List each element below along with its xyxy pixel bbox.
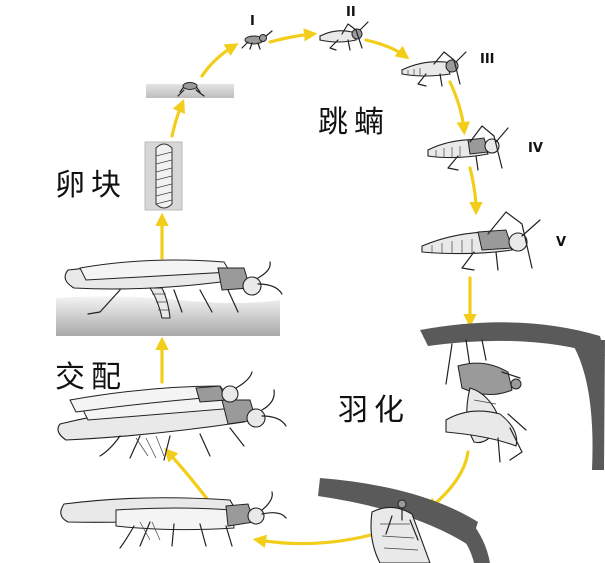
instar-label-1: I (250, 14, 255, 29)
egg-laying-locust (64, 259, 283, 319)
arrow-egg-to-hatch (170, 99, 186, 138)
egg-pod-label: 卵块 (55, 168, 127, 203)
instar-label-2: II (346, 5, 356, 20)
nymph-instar-5 (421, 211, 541, 271)
emerging-adult (370, 499, 431, 563)
nymph-instar-2 (319, 21, 369, 51)
molt-label: 羽化 (338, 393, 410, 428)
arrow-female-to-mating (164, 448, 210, 502)
mating-label: 交配 (55, 360, 127, 395)
egg-pod (144, 141, 183, 211)
molting-nymph (445, 339, 527, 463)
nymph-instar-3 (401, 51, 467, 87)
arrow-iv-to-v (468, 166, 483, 216)
nymph-label: 跳蝻 (318, 105, 390, 140)
nymph-instar-1 (241, 30, 273, 50)
molting-branch-upper (420, 322, 605, 470)
arrow-hatch-to-i (200, 43, 239, 78)
adult-female-locust (60, 491, 287, 549)
hatchling-on-soil (146, 82, 234, 98)
arrow-ii-to-iii (364, 38, 410, 60)
cycle-arrows (155, 28, 483, 548)
arrow-adult-to-female (252, 530, 384, 548)
arrow-iii-to-iv (448, 80, 470, 136)
mating-pair (57, 371, 287, 461)
nymph-instar-4 (427, 125, 509, 171)
instar-label-4: IV (528, 141, 543, 156)
instar-label-5: V (556, 235, 566, 250)
instar-label-3: III (480, 52, 495, 67)
arrow-molt-to-adult (425, 450, 470, 512)
arrow-i-to-ii (268, 28, 318, 44)
